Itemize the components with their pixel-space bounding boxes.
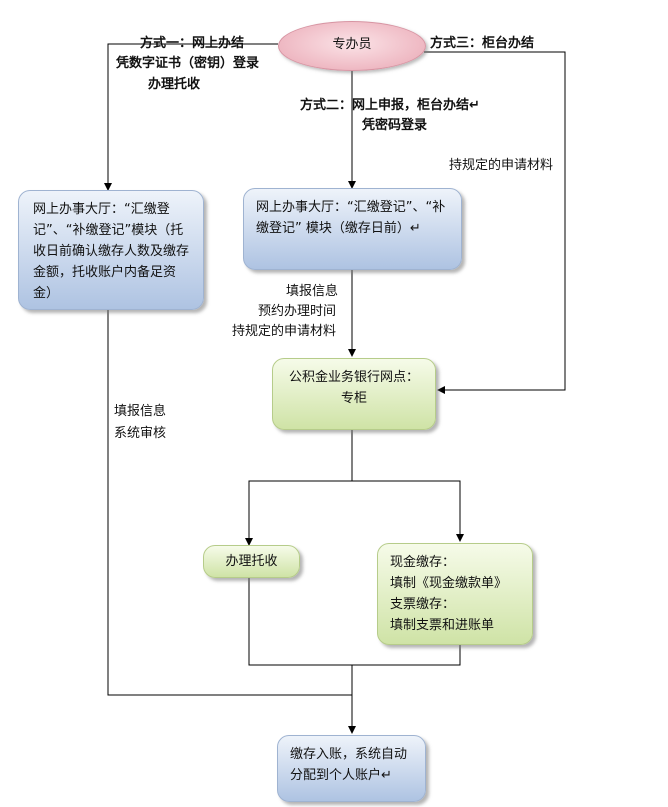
cash-title: 现金缴存： — [390, 555, 456, 570]
b-fill-label: 填报信息 — [286, 284, 339, 299]
end-line1: 缴存入账，系统自动 — [290, 747, 408, 762]
cash-cheque-box: 现金缴存： 填制《现金缴款单》 支票缴存： 填制支票和进账单 — [377, 543, 533, 645]
method1-login-label: 凭数字证书（密钥）登录 — [116, 56, 260, 71]
edge-method1 — [104, 43, 278, 191]
a-review-label: 系统审核 — [114, 426, 167, 441]
method1-label: 方式一：网上办结 — [140, 36, 245, 51]
collection-text: 办理托收 — [225, 554, 278, 569]
bank-counter-line1: 公积金业务银行网点： — [288, 370, 419, 385]
end-line2: 分配到个人账户↵ — [290, 768, 392, 783]
b-material-label: 持规定的申请材料 — [232, 324, 337, 339]
start-node-label: 专办员 — [332, 37, 372, 52]
account-allocation-box: 缴存入账，系统自动 分配到个人账户↵ — [277, 735, 426, 802]
cheque-title: 支票缴存： — [390, 597, 456, 612]
method3-material-label: 持规定的申请材料 — [449, 158, 554, 173]
cash-form: 填制《现金缴款单》 — [390, 576, 508, 591]
edge-method3 — [424, 51, 566, 394]
method2-login-label: 凭密码登录 — [362, 118, 428, 133]
a-fill-label: 填报信息 — [114, 404, 167, 419]
bank-counter-box: 公积金业务银行网点： 专柜 — [272, 358, 436, 430]
online-hall-deposit-text: 网上办事大厅：“汇缴登记”、“补缴登记” 模块（缴存日前）↵ — [256, 200, 446, 236]
online-hall-collection-box: 网上办事大厅：“汇缴登记”、“补缴登记”模块（托收日前确认缴存人数及缴存金额，托… — [18, 190, 204, 310]
edge-a-merge — [107, 310, 352, 696]
online-hall-deposit-box: 网上办事大厅：“汇缴登记”、“补缴登记” 模块（缴存日前）↵ — [243, 188, 462, 270]
edge-counter-split-right — [352, 480, 464, 542]
cheque-form: 填制支票和进账单 — [390, 618, 495, 633]
edge-counter-split — [245, 430, 353, 546]
edge-cash-merge — [352, 645, 461, 666]
online-hall-collection-text: 网上办事大厅：“汇缴登记”、“补缴登记”模块（托收日前确认缴存人数及缴存金额，托… — [33, 202, 190, 301]
method3-label: 方式三：柜台办结 — [430, 36, 535, 51]
start-node-specialist: 专办员 — [278, 21, 426, 71]
bank-counter-line2: 专柜 — [340, 391, 367, 406]
b-appointment-label: 预约办理时间 — [258, 304, 337, 319]
method2-label: 方式二：网上申报，柜台办结↵ — [300, 98, 480, 113]
method1-collection-label: 办理托收 — [148, 77, 201, 92]
collection-box: 办理托收 — [203, 545, 300, 578]
edge-collection-merge — [248, 578, 352, 666]
